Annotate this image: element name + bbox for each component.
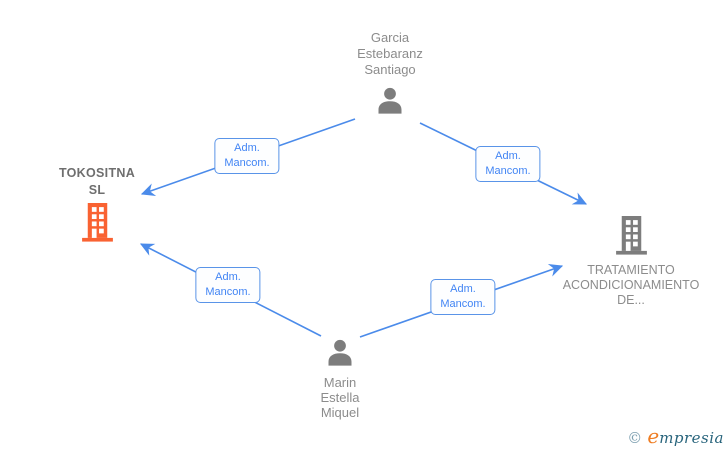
empresia-logo[interactable]: © empresia <box>627 424 724 448</box>
edge-label-line: Mancom. <box>224 157 270 169</box>
edge-label-line: Mancom. <box>205 286 251 298</box>
person-icon <box>375 85 405 121</box>
edge-label-adm-mancom-3[interactable]: Adm. Mancom. <box>195 267 261 303</box>
copyright-icon: © <box>627 429 643 447</box>
node-company-tokositna-sl[interactable]: TOKOSITNA SL <box>22 165 172 247</box>
company-name: TOKOSITNA SL <box>58 166 136 197</box>
empresia-logo-e: e <box>647 424 660 448</box>
company-name: TRATAMIENTO ACONDICIONAMIENTO DE... <box>562 263 700 307</box>
node-company-tratamiento-acondicionamiento[interactable]: TRATAMIENTO ACONDICIONAMIENTO DE... <box>521 216 728 308</box>
building-icon-highlighted <box>81 203 114 247</box>
edge-label-adm-mancom-2[interactable]: Adm. Mancom. <box>475 146 541 182</box>
person-name: Garcia Estebaranz Santiago <box>357 30 423 77</box>
node-person-marin-estella-miquel[interactable]: Marin Estella Miquel <box>250 337 430 420</box>
edge-label-line: Adm. <box>450 283 476 295</box>
node-person-garcia-estebaranz-santiago[interactable]: Garcia Estebaranz Santiago <box>300 30 480 121</box>
building-icon <box>615 216 648 260</box>
edge-label-adm-mancom-1[interactable]: Adm. Mancom. <box>214 138 280 174</box>
person-name: Marin Estella Miquel <box>320 375 360 420</box>
empresia-logo-text: mpresia <box>659 429 724 447</box>
edge-label-line: Adm. <box>495 150 521 162</box>
person-icon <box>325 337 355 373</box>
edge-label-line: Mancom. <box>440 298 486 310</box>
edge-label-line: Adm. <box>215 271 241 283</box>
edge-label-line: Mancom. <box>485 165 531 177</box>
edge-label-adm-mancom-4[interactable]: Adm. Mancom. <box>430 279 496 315</box>
edge-label-line: Adm. <box>234 142 260 154</box>
